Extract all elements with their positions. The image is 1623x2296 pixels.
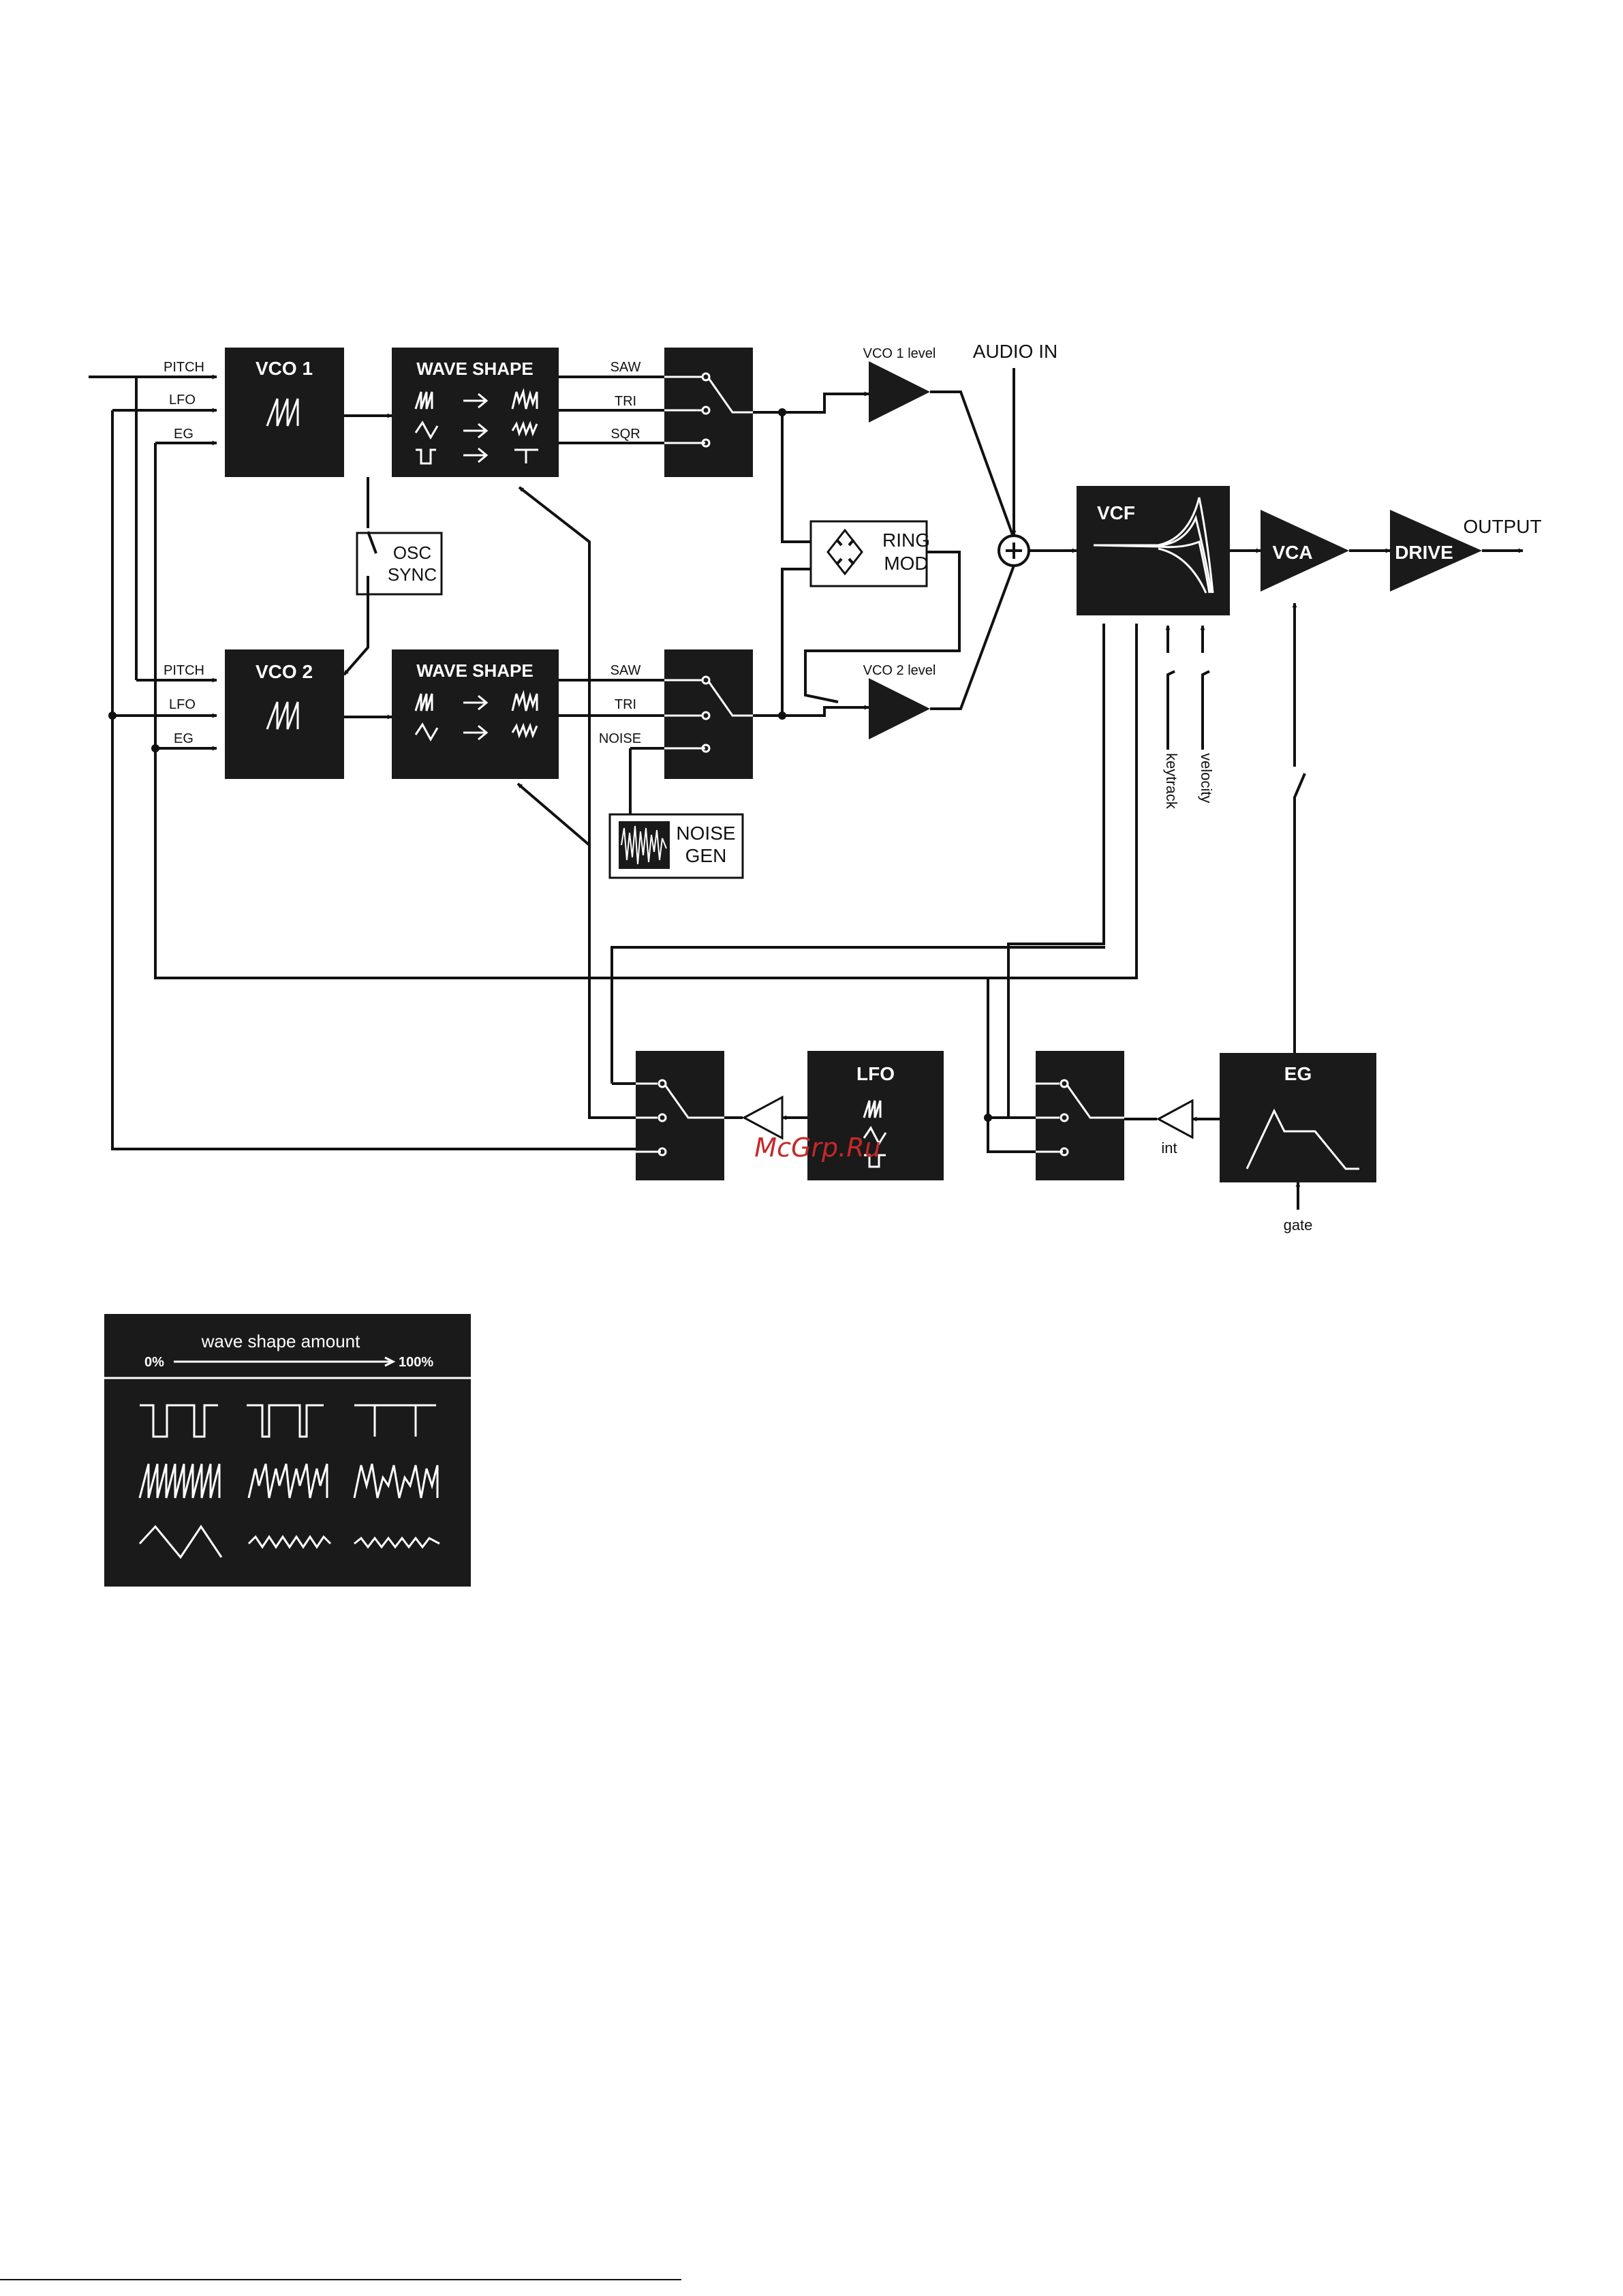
lfo-int-amp	[744, 1097, 782, 1138]
input-label-pitch: PITCH	[164, 360, 204, 375]
output-label: OUTPUT	[1463, 516, 1541, 537]
input-label-pitch: PITCH	[164, 663, 204, 678]
keytrack-label: keytrack	[1163, 753, 1180, 810]
vco2-label: VCO 2	[256, 661, 313, 682]
input-label-eg: EG	[174, 427, 194, 442]
lfo-destination-switch	[636, 1051, 724, 1180]
vco2-level-amp	[869, 678, 930, 739]
switch-label-saw: SAW	[610, 663, 641, 678]
gate-label: gate	[1284, 1216, 1313, 1234]
velocity-label: velocity	[1198, 753, 1215, 803]
switch-label-tri: TRI	[615, 697, 636, 712]
watermark: McGrp.Ru	[754, 1133, 880, 1163]
input-label-lfo: LFO	[169, 697, 196, 712]
lfo-label: LFO	[856, 1063, 895, 1084]
eg-label: EG	[1284, 1063, 1312, 1084]
osc-sync-label-1: OSC	[393, 542, 431, 563]
switch-label-saw: SAW	[610, 360, 641, 375]
vco1-level-label: VCO 1 level	[863, 346, 936, 361]
vcf-label: VCF	[1097, 502, 1135, 523]
inset-start-label: 0%	[144, 1355, 164, 1370]
audio-in-label: AUDIO IN	[973, 341, 1057, 362]
input-label-lfo: LFO	[169, 393, 196, 408]
input-label-eg: EG	[174, 731, 194, 746]
eg-destination-switch	[1036, 1051, 1124, 1180]
switch-label-sqr: SQR	[610, 427, 640, 442]
noise-gen-label-2: GEN	[685, 845, 727, 866]
osc-sync-label-2: SYNC	[388, 564, 437, 585]
int-label: int	[1161, 1139, 1177, 1157]
inset-end-label: 100%	[399, 1355, 433, 1370]
vco1-label: VCO 1	[256, 358, 313, 379]
wave-shape-2-label: WAVE SHAPE	[416, 660, 533, 681]
eg-int-amp	[1158, 1101, 1192, 1137]
switch-label-noise: NOISE	[599, 731, 641, 746]
inset-title: wave shape amount	[201, 1331, 360, 1351]
ring-mod-label-2: MOD	[884, 553, 928, 574]
wave-shape-1-label: WAVE SHAPE	[416, 358, 533, 379]
switch-label-tri: TRI	[615, 394, 636, 409]
drive-label: DRIVE	[1395, 542, 1453, 563]
noise-gen-label-1: NOISE	[676, 823, 735, 844]
vca-label: VCA	[1272, 542, 1312, 563]
vco1-level-amp	[869, 361, 930, 423]
vco2-level-label: VCO 2 level	[863, 663, 936, 678]
ring-mod-label-1: RING	[882, 530, 930, 551]
